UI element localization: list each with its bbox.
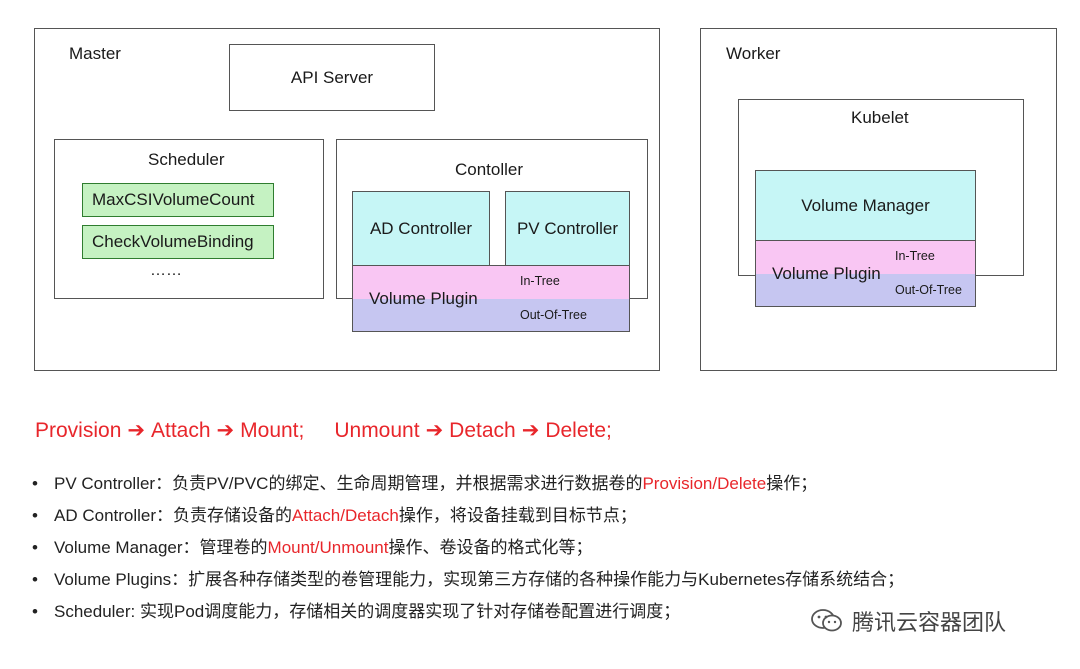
- list-item: • Volume Manager：管理卷的Mount/Unmount操作、卷设备的…: [32, 534, 904, 566]
- wechat-icon: [811, 609, 842, 632]
- arrow-right-icon: ➔: [127, 419, 145, 442]
- flow-step: Detach: [449, 419, 516, 442]
- scheduler-title: Scheduler: [148, 150, 225, 169]
- scheduler-box: [54, 139, 324, 299]
- component-description-list: • PV Controller：负责PV/PVC的绑定、生命周期管理，并根据需求进…: [32, 470, 904, 630]
- flow-step: Delete;: [545, 419, 612, 442]
- bullet-icon: •: [32, 506, 38, 525]
- volume-manager-label: Volume Manager: [801, 196, 930, 215]
- master-title: Master: [69, 44, 121, 63]
- watermark: 腾讯云容器团队: [810, 605, 1006, 637]
- controller-title: Contoller: [455, 160, 524, 179]
- pv-controller-box: PV Controller: [505, 191, 630, 267]
- flow-step: Mount;: [240, 419, 305, 442]
- bullet-text: 操作，将设备挂载到目标节点；: [398, 506, 637, 525]
- in-tree-label: In-Tree: [520, 274, 560, 288]
- scheduler-plugin-maxcsi: MaxCSIVolumeCount: [82, 183, 274, 217]
- scheduler-more: ……: [150, 262, 182, 279]
- flow-step: Provision: [35, 419, 122, 442]
- bullet-text: 操作、卷设备的格式化等；: [388, 538, 593, 557]
- bullet-icon: •: [32, 538, 38, 557]
- in-tree-band: [353, 266, 629, 299]
- worker-title: Worker: [726, 44, 781, 63]
- api-server-box: API Server: [229, 44, 435, 111]
- out-of-tree-band: [756, 273, 975, 306]
- worker-volume-plugin-box: In-Tree Volume Plugin Out-Of-Tree: [755, 240, 976, 307]
- scheduler-plugin-label: CheckVolumeBinding: [92, 232, 254, 251]
- volume-manager-box: Volume Manager: [755, 170, 976, 242]
- volume-plugin-label: Volume Plugin: [772, 264, 881, 283]
- bullet-highlight: Attach/Detach: [292, 506, 399, 525]
- lifecycle-flow: Provision➔Attach➔Mount;Unmount➔Detach➔De…: [35, 418, 612, 443]
- scheduler-plugin-label: MaxCSIVolumeCount: [92, 190, 255, 209]
- arrow-right-icon: ➔: [521, 419, 540, 442]
- list-item: • Volume Plugins：扩展各种存储类型的卷管理能力，实现第三方存储的各…: [32, 566, 904, 598]
- list-item: • Scheduler: 实现Pod调度能力，存储相关的调度器实现了针对存储卷配置…: [32, 598, 904, 630]
- bullet-text: Volume Manager：管理卷的: [54, 538, 268, 557]
- bullet-icon: •: [32, 570, 38, 589]
- arrow-right-icon: ➔: [425, 419, 444, 442]
- bullet-text: Volume Plugins：扩展各种存储类型的卷管理能力，实现第三方存储的各种…: [54, 570, 905, 589]
- volume-plugin-label: Volume Plugin: [369, 289, 478, 308]
- bullet-icon: •: [32, 602, 38, 621]
- out-of-tree-label: Out-Of-Tree: [520, 308, 587, 322]
- master-volume-plugin-box: In-Tree Volume Plugin Out-Of-Tree: [352, 265, 630, 332]
- pv-controller-label: PV Controller: [516, 219, 619, 238]
- in-tree-band: [756, 241, 975, 274]
- bullet-highlight: Mount/Unmount: [267, 538, 389, 557]
- bullet-text: 操作；: [766, 474, 818, 493]
- ad-controller-box: AD Controller: [352, 191, 490, 267]
- watermark-text: 腾讯云容器团队: [852, 610, 1007, 635]
- arrow-right-icon: ➔: [216, 419, 235, 442]
- ad-controller-label: AD Controller: [369, 219, 473, 238]
- list-item: • PV Controller：负责PV/PVC的绑定、生命周期管理，并根据需求进…: [32, 470, 904, 502]
- bullet-highlight: Provision/Delete: [642, 474, 767, 493]
- kubelet-title: Kubelet: [851, 108, 909, 127]
- list-item: • AD Controller：负责存储设备的Attach/Detach操作，将设…: [32, 502, 904, 534]
- out-of-tree-label: Out-Of-Tree: [895, 283, 962, 297]
- flow-step: Attach: [150, 419, 211, 442]
- api-server-label: API Server: [290, 67, 374, 87]
- out-of-tree-band: [353, 298, 629, 331]
- bullet-text: AD Controller：负责存储设备的: [54, 506, 293, 525]
- bullet-text: Scheduler: 实现Pod调度能力，存储相关的调度器实现了针对存储卷配置进…: [54, 602, 681, 621]
- in-tree-label: In-Tree: [895, 249, 935, 263]
- flow-step: Unmount: [334, 419, 420, 442]
- bullet-icon: •: [32, 474, 38, 493]
- bullet-text: PV Controller：负责PV/PVC的绑定、生命周期管理，并根据需求进行…: [54, 474, 643, 493]
- scheduler-plugin-checkbinding: CheckVolumeBinding: [82, 225, 274, 259]
